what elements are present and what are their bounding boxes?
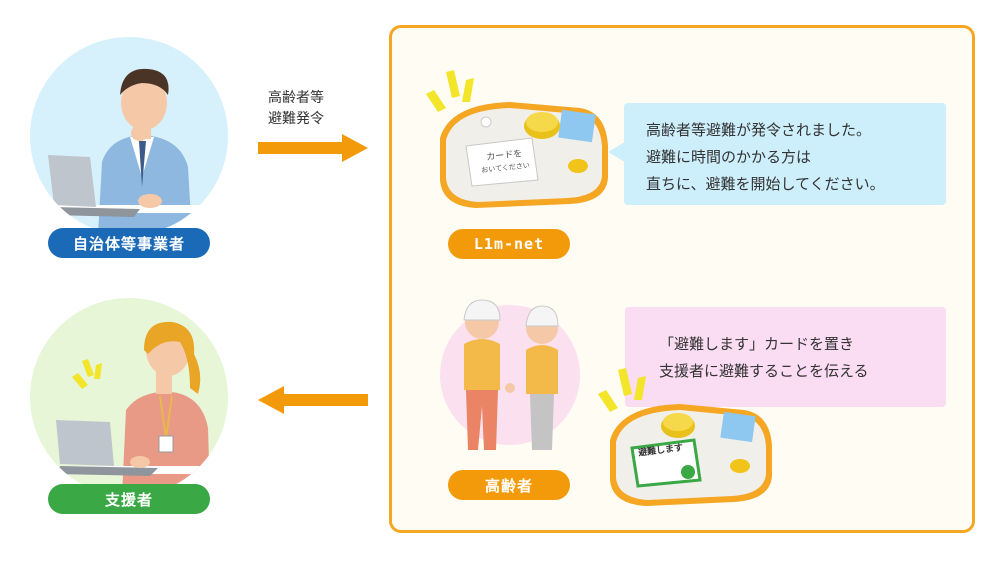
device-message-bubble: 高齢者等避難が発令されました。 避難に時間のかかる方は 直ちに、避難を開始してく… (624, 103, 946, 205)
arrow-left-icon (258, 386, 368, 414)
elderly-badge-label: 高齢者 (484, 476, 533, 495)
device-message-line1: 高齢者等避難が発令されました。 (646, 121, 872, 139)
arrow-right-icon (258, 134, 368, 162)
supporter-badge: 支援者 (48, 484, 210, 514)
elderly-couple-figures (463, 299, 559, 450)
l1m-net-device-icon (426, 70, 608, 208)
elderly-message-bubble: 「避難します」カードを置き 支援者に避難することを伝える (625, 307, 946, 407)
municipality-badge: 自治体等事業者 (48, 228, 210, 258)
evacuation-order-label: 高齢者等 避難発令 (268, 88, 368, 130)
evacuation-order-line1: 高齢者等 (268, 90, 324, 106)
device-message-line2: 避難に時間のかかる方は (646, 148, 812, 166)
elderly-message-line1: 「避難します」カードを置き (659, 335, 855, 353)
municipality-illustration (30, 37, 228, 235)
municipality-person-icon (30, 37, 228, 235)
supporter-person-icon (30, 298, 228, 496)
municipality-badge-label: 自治体等事業者 (72, 234, 185, 253)
speech-bubble-tail (608, 140, 628, 164)
l1m-net-device-with-card-icon (598, 368, 772, 506)
l1m-net-badge: L1m-net (448, 229, 570, 259)
elderly-message-line2: 支援者に避難することを伝える (659, 362, 869, 380)
sparkle-icon (72, 359, 102, 389)
elderly-badge: 高齢者 (448, 470, 570, 500)
evacuation-order-line2: 避難発令 (268, 111, 324, 127)
supporter-badge-label: 支援者 (104, 490, 153, 509)
supporter-illustration (30, 298, 228, 496)
device-message-line3: 直ちに、避難を開始してください。 (646, 175, 885, 193)
l1m-net-badge-label: L1m-net (473, 235, 545, 253)
